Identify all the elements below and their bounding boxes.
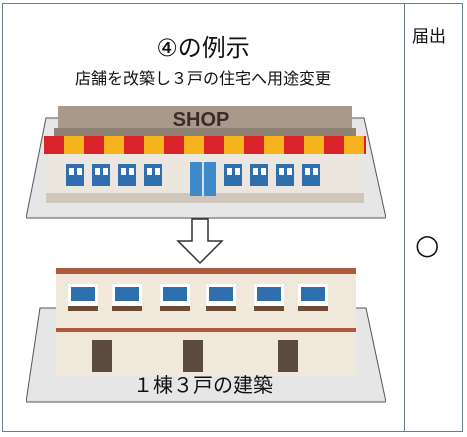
- table-frame: [2, 3, 463, 432]
- shop-roof: [58, 106, 352, 132]
- status-circle-mark: ○: [415, 228, 440, 261]
- shop-sign: SHOP: [173, 109, 230, 131]
- houses-caption: １棟３戸の建築: [133, 373, 273, 397]
- table-divider: [404, 3, 405, 432]
- shop-awning: [44, 136, 366, 154]
- column-header-notification: 届出: [412, 27, 446, 47]
- example-subtitle: 店舗を改築し３戸の住宅へ用途変更: [74, 69, 331, 88]
- example-title: ④の例示: [156, 34, 250, 62]
- shop-illustration: SHOP: [26, 106, 386, 219]
- houses-doors: [92, 340, 298, 372]
- houses-windows: [68, 284, 328, 311]
- houses-illustration: [26, 268, 386, 403]
- down-arrow-icon: [176, 218, 224, 265]
